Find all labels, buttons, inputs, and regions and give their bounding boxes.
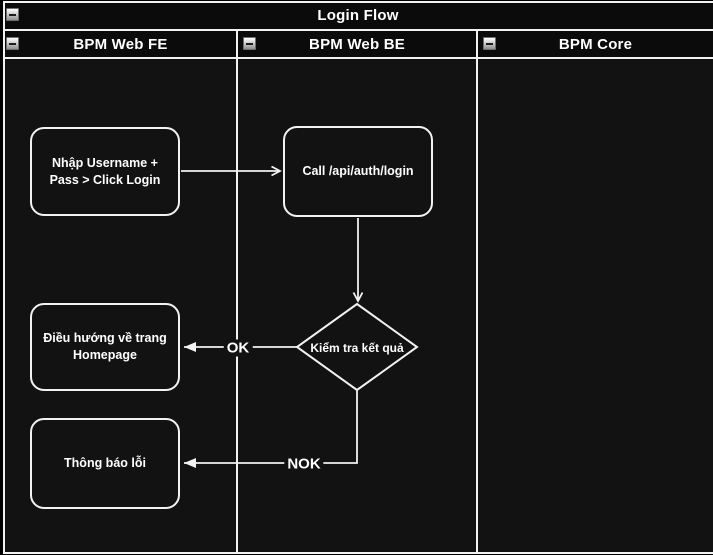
collapse-minus-icon [9, 13, 16, 16]
lane-header-core[interactable]: BPM Core [558, 35, 633, 53]
node-error-notification[interactable]: Thông báo lỗi [30, 418, 180, 509]
pool-title-bar [3, 1, 713, 29]
lane-header-fe[interactable]: BPM Web FE [73, 35, 168, 53]
collapse-minus-icon [486, 42, 493, 45]
lane-header-be[interactable]: BPM Web BE [309, 35, 405, 53]
collapse-minus-icon [9, 42, 16, 45]
collapse-minus-icon [246, 42, 253, 45]
lane-fe-collapse-button[interactable] [6, 37, 19, 50]
header-separator-line [3, 57, 713, 59]
edge-label-ok: OK [223, 339, 253, 357]
edge-label-nok: NOK [284, 455, 324, 473]
node-redirect-homepage[interactable]: Điều hướng về trang Homepage [30, 303, 180, 391]
pool-border-bottom [3, 552, 713, 554]
diagram-title: Login Flow [317, 6, 399, 24]
node-check-result-diamond[interactable] [295, 302, 419, 392]
pool-collapse-button[interactable] [6, 8, 19, 21]
lane-divider-be-core [476, 29, 478, 554]
node-input-credentials[interactable]: Nhập Username + Pass > Click Login [30, 127, 180, 216]
node-check-result-label: Kiểm tra kết quả [310, 341, 404, 355]
lane-core-collapse-button[interactable] [483, 37, 496, 50]
node-call-login-api[interactable]: Call /api/auth/login [283, 126, 433, 217]
title-separator-line [3, 29, 713, 31]
pool-border-top [3, 1, 713, 3]
lane-be-collapse-button[interactable] [243, 37, 256, 50]
lane-header-row [3, 31, 713, 57]
lane-divider-fe-be [236, 29, 238, 554]
pool-border-left [3, 1, 5, 554]
